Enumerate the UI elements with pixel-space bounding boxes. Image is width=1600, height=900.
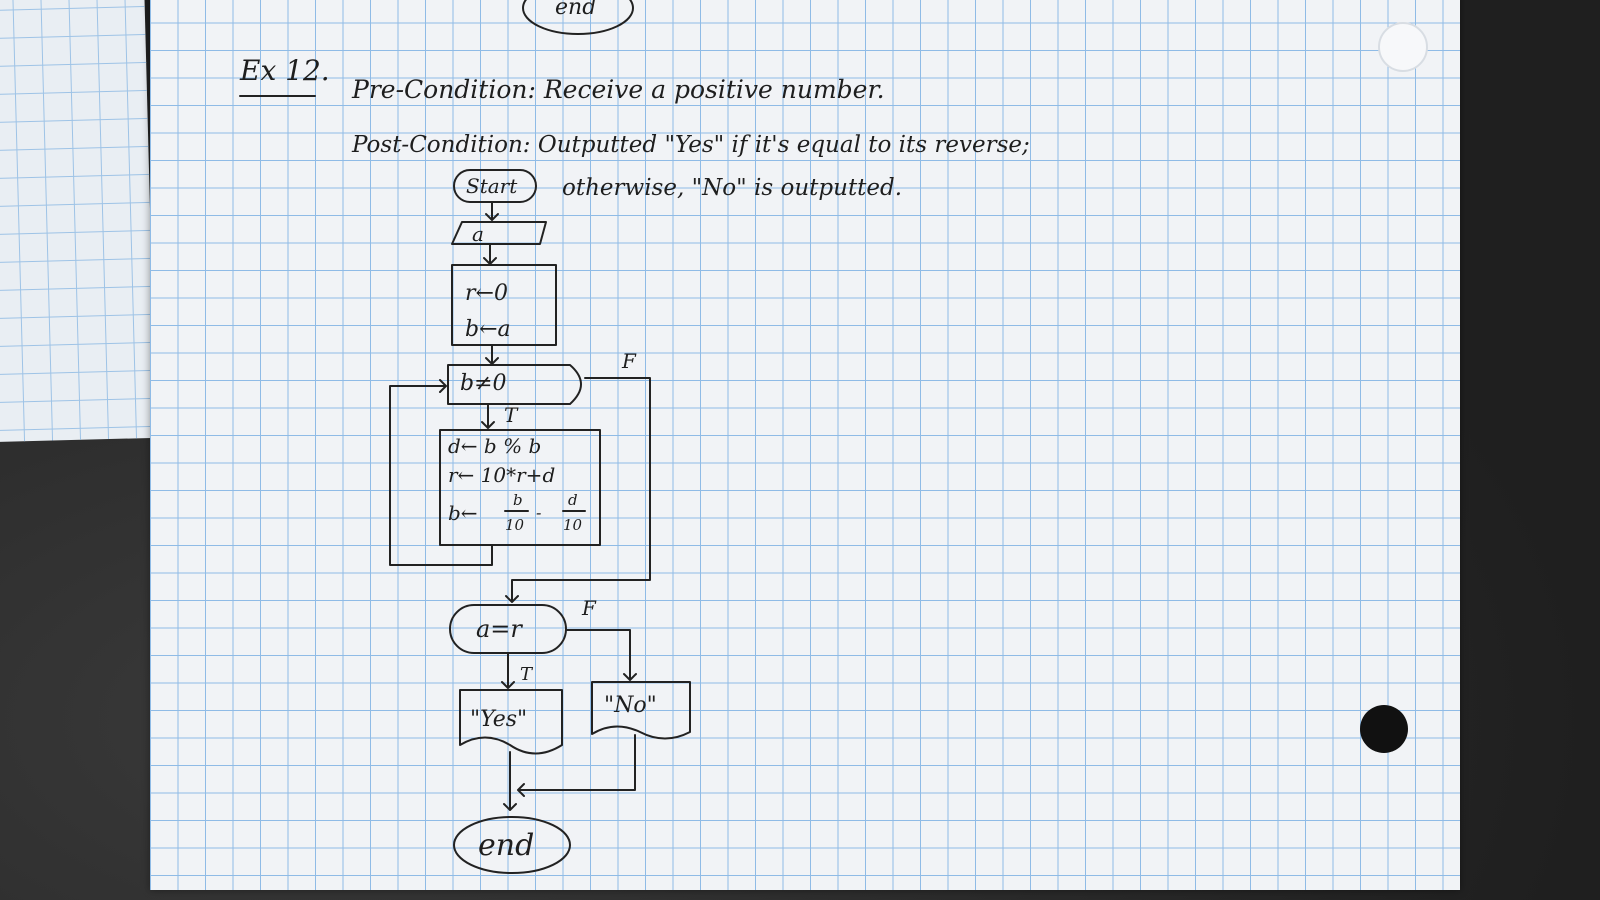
body-line3-prefix: b← (448, 501, 478, 525)
body-line1: d← b % b (448, 434, 541, 458)
output-no-box (591, 681, 691, 740)
output-yes-box (459, 689, 563, 755)
exercise-label: Ex 12. (239, 54, 330, 87)
arrow-loop-body (481, 403, 495, 429)
graph-paper (150, 0, 1460, 890)
loop-back-arrow (389, 379, 493, 566)
compare-false-label: F (581, 596, 597, 620)
input-box (451, 221, 547, 245)
loop-condition-box (447, 364, 582, 405)
init-process-box (451, 264, 557, 346)
arrow-yes-end (503, 751, 517, 811)
arrow-input-init (483, 243, 497, 265)
init-b: b←a (465, 317, 511, 342)
pre-condition: Pre-Condition: Receive a positive number… (351, 75, 885, 104)
start-terminator (453, 169, 537, 203)
post-condition-line2: otherwise, "No" is outputted. (562, 175, 902, 201)
top-end-terminator (522, 0, 634, 35)
loop-exit-arrow (505, 377, 651, 603)
minus-sign: - (536, 503, 541, 522)
arrow-start-input (485, 201, 499, 221)
frac1-den: 10 (505, 516, 525, 534)
end-terminator (453, 816, 571, 874)
arrow-no-end (517, 734, 636, 797)
punch-hole (1360, 705, 1408, 753)
frac2-num: d (568, 491, 578, 509)
init-r: r←0 (465, 281, 508, 306)
compare-true-label: T (520, 664, 534, 685)
loop-condition-label: b≠0 (460, 371, 507, 396)
body-line2: r← 10*r+d (448, 463, 555, 487)
compare-condition-label: a=r (476, 615, 523, 643)
frac2-den: 10 (563, 516, 583, 534)
output-yes-label: "Yes" (470, 707, 527, 732)
frac1-num: b (513, 491, 523, 509)
end-label: end (478, 828, 534, 863)
loop-true-label: T (504, 403, 519, 427)
arrow-compare-no (565, 629, 637, 681)
arrow-init-loop (485, 344, 499, 365)
output-no-label: "No" (604, 693, 657, 718)
top-end-text: end (555, 0, 596, 20)
start-label: Start (466, 174, 518, 198)
input-label: a (472, 222, 484, 246)
arrow-compare-yes (501, 652, 515, 689)
loop-body-box (439, 429, 601, 546)
punch-hole-reinforcement (1378, 22, 1428, 72)
loop-false-label: F (621, 349, 637, 373)
post-condition-line1: Post-Condition: Outputted "Yes" if it's … (351, 132, 1030, 158)
